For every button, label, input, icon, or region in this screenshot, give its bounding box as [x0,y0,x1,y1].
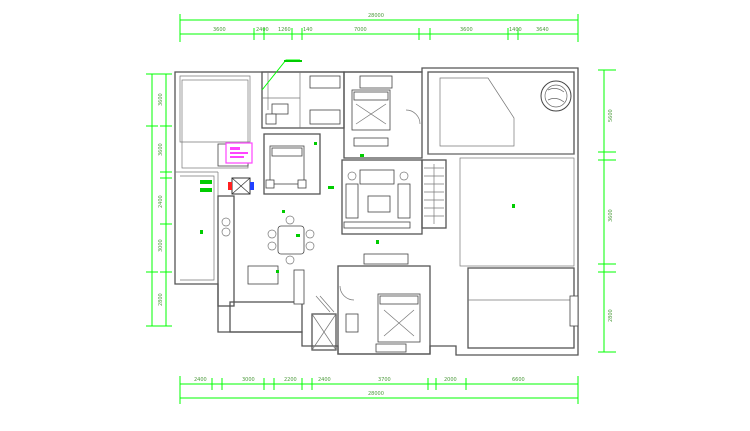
bottom-seg-1: 2400 [194,377,207,383]
top-dimension-chain: 28000 3600 2400 1260 140 7000 3600 1400 … [179,13,579,42]
master-bedroom-top [343,71,423,159]
top-total-label: 28000 [368,13,384,19]
left-seg-2: 3600 [158,143,164,156]
bottom-total-label: 28000 [368,391,384,397]
large-right-room [459,157,579,349]
top-seg-5: 7000 [354,27,367,33]
room-markers [200,60,515,273]
bottom-seg-2: 3000 [242,377,255,383]
terrace-top-right [427,71,575,155]
shaft-box [311,295,337,351]
bottom-seg-7: 6600 [512,377,525,383]
top-seg-8: 3640 [536,27,549,33]
top-seg-4: 140 [303,27,313,33]
bedroom-bottom [337,253,431,355]
heater-unit [200,177,254,195]
left-dimension-chain: 3600 3600 2400 3000 2800 [146,73,172,327]
top-seg-1: 3600 [213,27,226,33]
top-seg-7: 1400 [509,27,522,33]
bottom-seg-4: 2400 [318,377,331,383]
top-seg-3: 1260 [278,27,291,33]
top-seg-6: 3600 [460,27,473,33]
left-seg-5: 2800 [158,293,164,306]
legend-box [225,142,253,164]
bedroom-mid-left [263,133,321,195]
bottom-seg-3: 2200 [284,377,297,383]
kitchen [217,195,305,333]
bottom-ticks [179,376,579,404]
right-seg-2: 3600 [608,209,614,222]
bathroom-block [261,59,345,129]
living-room [341,159,423,235]
left-seg-4: 3000 [158,239,164,252]
bottom-seg-5: 3700 [378,377,391,383]
right-seg-1: 5600 [608,109,614,122]
round-planter [540,80,572,112]
top-seg-2: 2400 [256,27,269,33]
dining-area [267,215,315,265]
staircase [421,159,447,229]
bottom-seg-6: 2000 [444,377,457,383]
right-dimension-chain: 5600 3600 2800 [598,69,616,353]
left-seg-3: 2400 [158,195,164,208]
left-seg-1: 3600 [158,93,164,106]
right-seg-3: 2800 [608,309,614,322]
bottom-dimension-chain: 2400 3000 2200 2400 3700 2000 6600 28000 [179,376,579,404]
top-ticks [179,28,579,40]
